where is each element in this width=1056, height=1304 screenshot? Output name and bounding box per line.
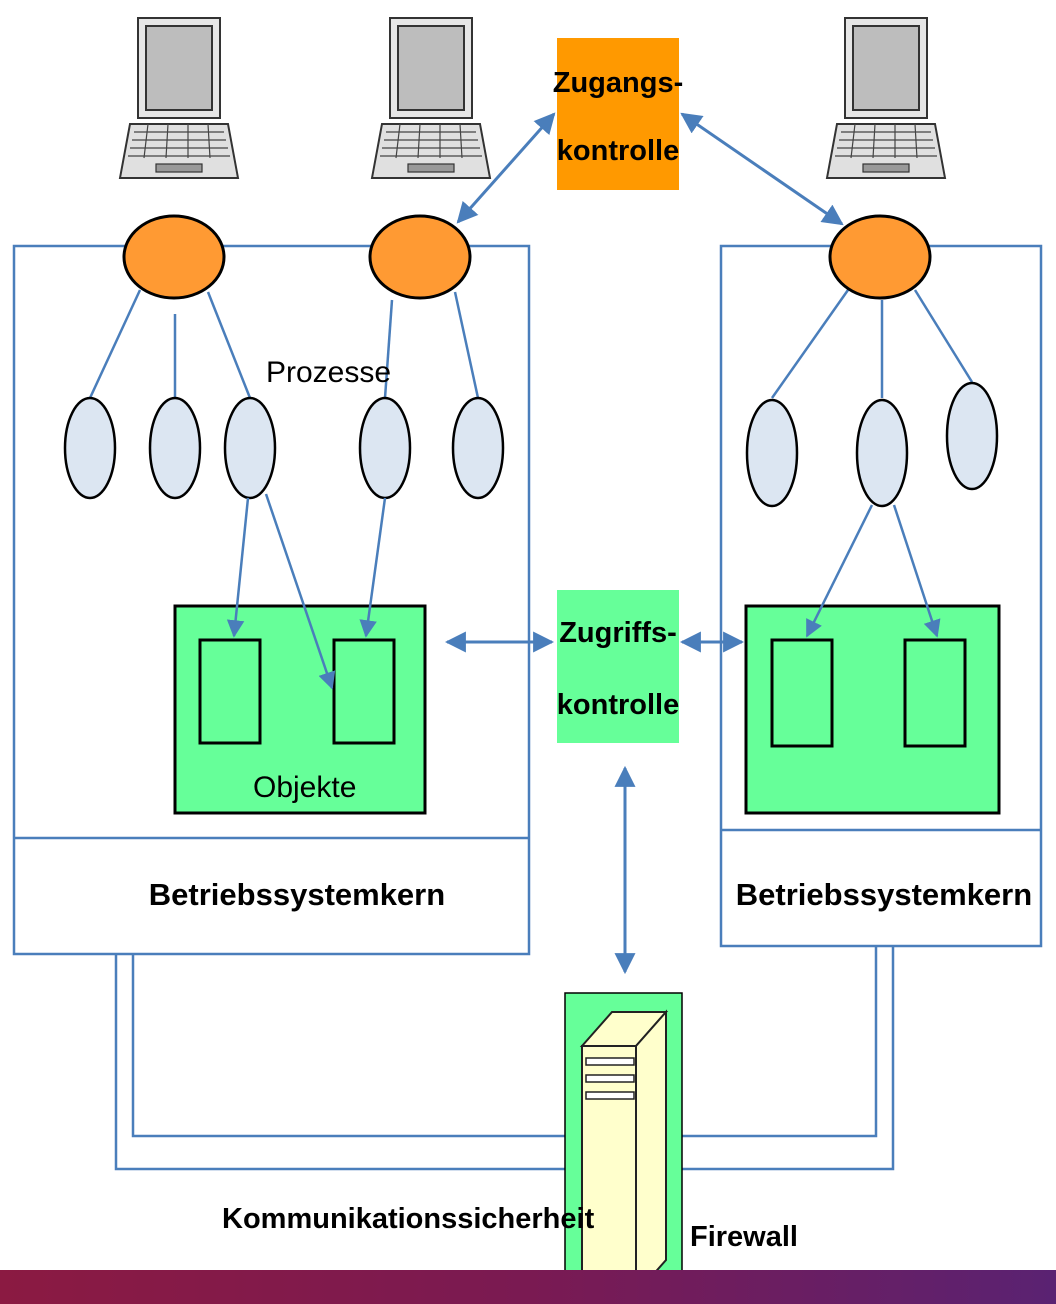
zugang-line1: Zugangs- — [553, 67, 684, 99]
kommunikation-label: Kommunikationssicherheit — [222, 1203, 595, 1235]
laptop-icon-right — [826, 17, 946, 179]
server-tower-icon — [579, 1009, 669, 1297]
firewall-server — [564, 992, 683, 1297]
zugriff-line1: Zugriffs- — [559, 617, 677, 649]
zugriffskontrolle-box: Zugriffs- kontrolle — [557, 590, 679, 743]
communication-lines — [114, 946, 895, 1171]
laptop-icon-left — [119, 17, 239, 179]
footer-bar — [0, 1270, 1056, 1304]
zugang-line2: kontrolle — [557, 135, 679, 167]
control-arrows — [444, 112, 844, 975]
zugangskontrolle-box: Zugangs- kontrolle — [553, 38, 684, 190]
left-system-box — [12, 244, 531, 956]
kern-right-label: Betriebssystemkern — [736, 877, 1032, 912]
process-tree-lines — [88, 289, 974, 399]
root-process-nodes — [122, 214, 932, 300]
right-object-area — [744, 604, 1001, 815]
firewall-label: Firewall — [690, 1221, 798, 1253]
objekte-label: Objekte — [253, 771, 356, 804]
zugriff-line2: kontrolle — [557, 689, 679, 721]
laptop-icon-middle — [371, 17, 491, 179]
child-process-nodes — [63, 381, 999, 508]
kern-left-label: Betriebssystemkern — [149, 877, 445, 912]
object-access-arrows — [226, 493, 941, 690]
prozesse-label: Prozesse — [266, 356, 391, 389]
left-object-area — [173, 604, 427, 815]
